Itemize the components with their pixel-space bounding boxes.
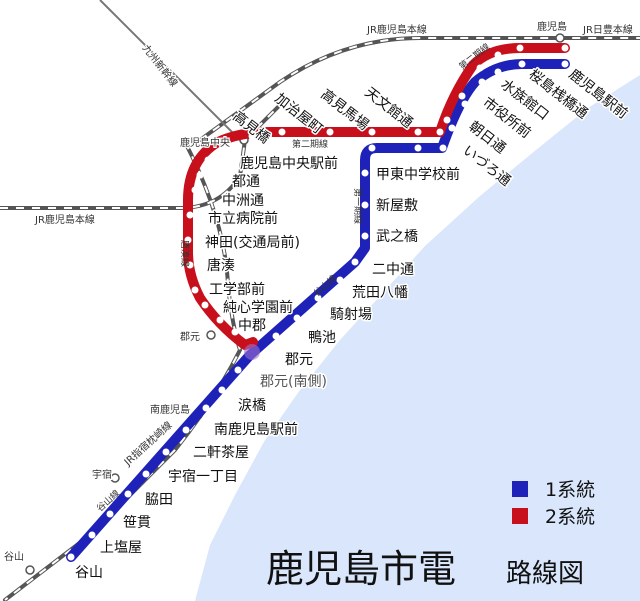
tram-stop-dots	[67, 44, 569, 561]
legend-swatch-line1	[512, 481, 528, 497]
stop-label-kishaba: 騎射場	[330, 307, 372, 323]
stop-label-junshin-gakuen-mae: 純心学園前	[223, 299, 293, 316]
stop-label-korimoto: 郡元	[285, 352, 313, 368]
stop-label-kamoike: 鴨池	[308, 330, 336, 346]
stop-label-kamishioya: 上塩屋	[100, 540, 142, 556]
jr-kagoshima-main-line-left-label: JR鹿児島本線	[34, 213, 95, 226]
jr-station-usuki-label: 宇宿	[92, 468, 112, 481]
tram-line-2-track	[183, 43, 570, 350]
jr-station-usuki	[110, 473, 120, 483]
stop-label-kanda: 神田(交通局前)	[205, 234, 300, 251]
stop-label-shiritsu-byoin-mae: 市立病院前	[208, 210, 278, 227]
stop-label-namidabashi: 涙橋	[238, 397, 266, 414]
stop-label-usuki-itchome: 宇宿一丁目	[168, 468, 238, 485]
section-label-daiichi: 第一期線	[352, 188, 364, 224]
stop-label-izurodori: いづろ通	[460, 143, 514, 190]
stop-label-wakita: 脇田	[145, 492, 173, 508]
shinkansen-line	[99, 0, 241, 141]
jr-station-minami-kagoshima-label: 南鹿児島	[150, 403, 190, 416]
stop-label-minami-kagoshima-ekimae: 南鹿児島駅前	[214, 421, 298, 438]
stop-label-koto-junior-high: 甲東中学校前	[376, 166, 460, 183]
sea-area	[195, 75, 640, 601]
jr-shinkansen-label: 九州新幹線	[140, 42, 181, 89]
map-title-sub: 路線図	[506, 559, 584, 589]
jr-station-taniyama-label: 谷山	[4, 551, 24, 563]
stop-label-korimoto-south: 郡元(南側)	[260, 374, 327, 390]
jr-kagoshima-main-line-top-label: JR鹿児島本線	[366, 23, 427, 36]
stop-label-nikenchaya: 二軒茶屋	[193, 445, 249, 461]
jr-station-kagoshima-chuo-label: 鹿児島中央	[180, 136, 230, 149]
jr-station-korimoto-label: 郡元	[180, 331, 200, 343]
stop-label-kogakubu-mae: 工学部前	[209, 281, 265, 298]
jr-station-kagoshima	[555, 33, 565, 43]
jr-station-korimoto	[206, 330, 216, 340]
stop-label-taniyama: 谷山	[75, 565, 103, 581]
legend-swatch-line2	[512, 508, 528, 524]
jr-nippo-line-label: JR日豊本線	[582, 23, 633, 36]
stop-label-arata-hachiman: 荒田八幡	[352, 285, 408, 301]
jr-kagoshima-main-line-top	[198, 36, 640, 142]
stop-label-kagoshima-chuo-ekimae: 鹿児島中央駅前	[240, 155, 338, 172]
jr-ibusuki-line	[3, 140, 243, 601]
stop-label-takenohashi: 武之橋	[376, 229, 418, 245]
section-label-toko: 唐湊線	[179, 240, 191, 267]
legend-label-line2: 2系統	[545, 506, 595, 528]
legend: 1系統 2系統	[512, 479, 595, 528]
stop-label-chugori: 中郡	[238, 318, 266, 334]
map-title: 鹿児島市電	[266, 547, 456, 591]
stop-label-miyakodori: 都通	[232, 174, 260, 190]
stop-label-nakasudori: 中洲通	[222, 193, 264, 209]
jr-station-taniyama	[25, 565, 35, 575]
jr-station-kagoshima-label: 鹿児島	[537, 20, 567, 33]
stop-label-toso: 唐湊	[207, 257, 235, 274]
stop-label-nichudori: 二中通	[372, 262, 414, 278]
stop-label-sasanuki: 笹貫	[123, 515, 151, 531]
stop-label-tenmonkandori: 天文館通	[362, 84, 417, 132]
section-label-daini-mid: 第二期線	[292, 138, 328, 150]
stop-label-shinyashiki: 新屋敷	[376, 198, 418, 214]
legend-label-line1: 1系統	[545, 479, 595, 501]
tram-line-1-track	[66, 59, 570, 562]
korimoto-junction	[244, 344, 260, 360]
